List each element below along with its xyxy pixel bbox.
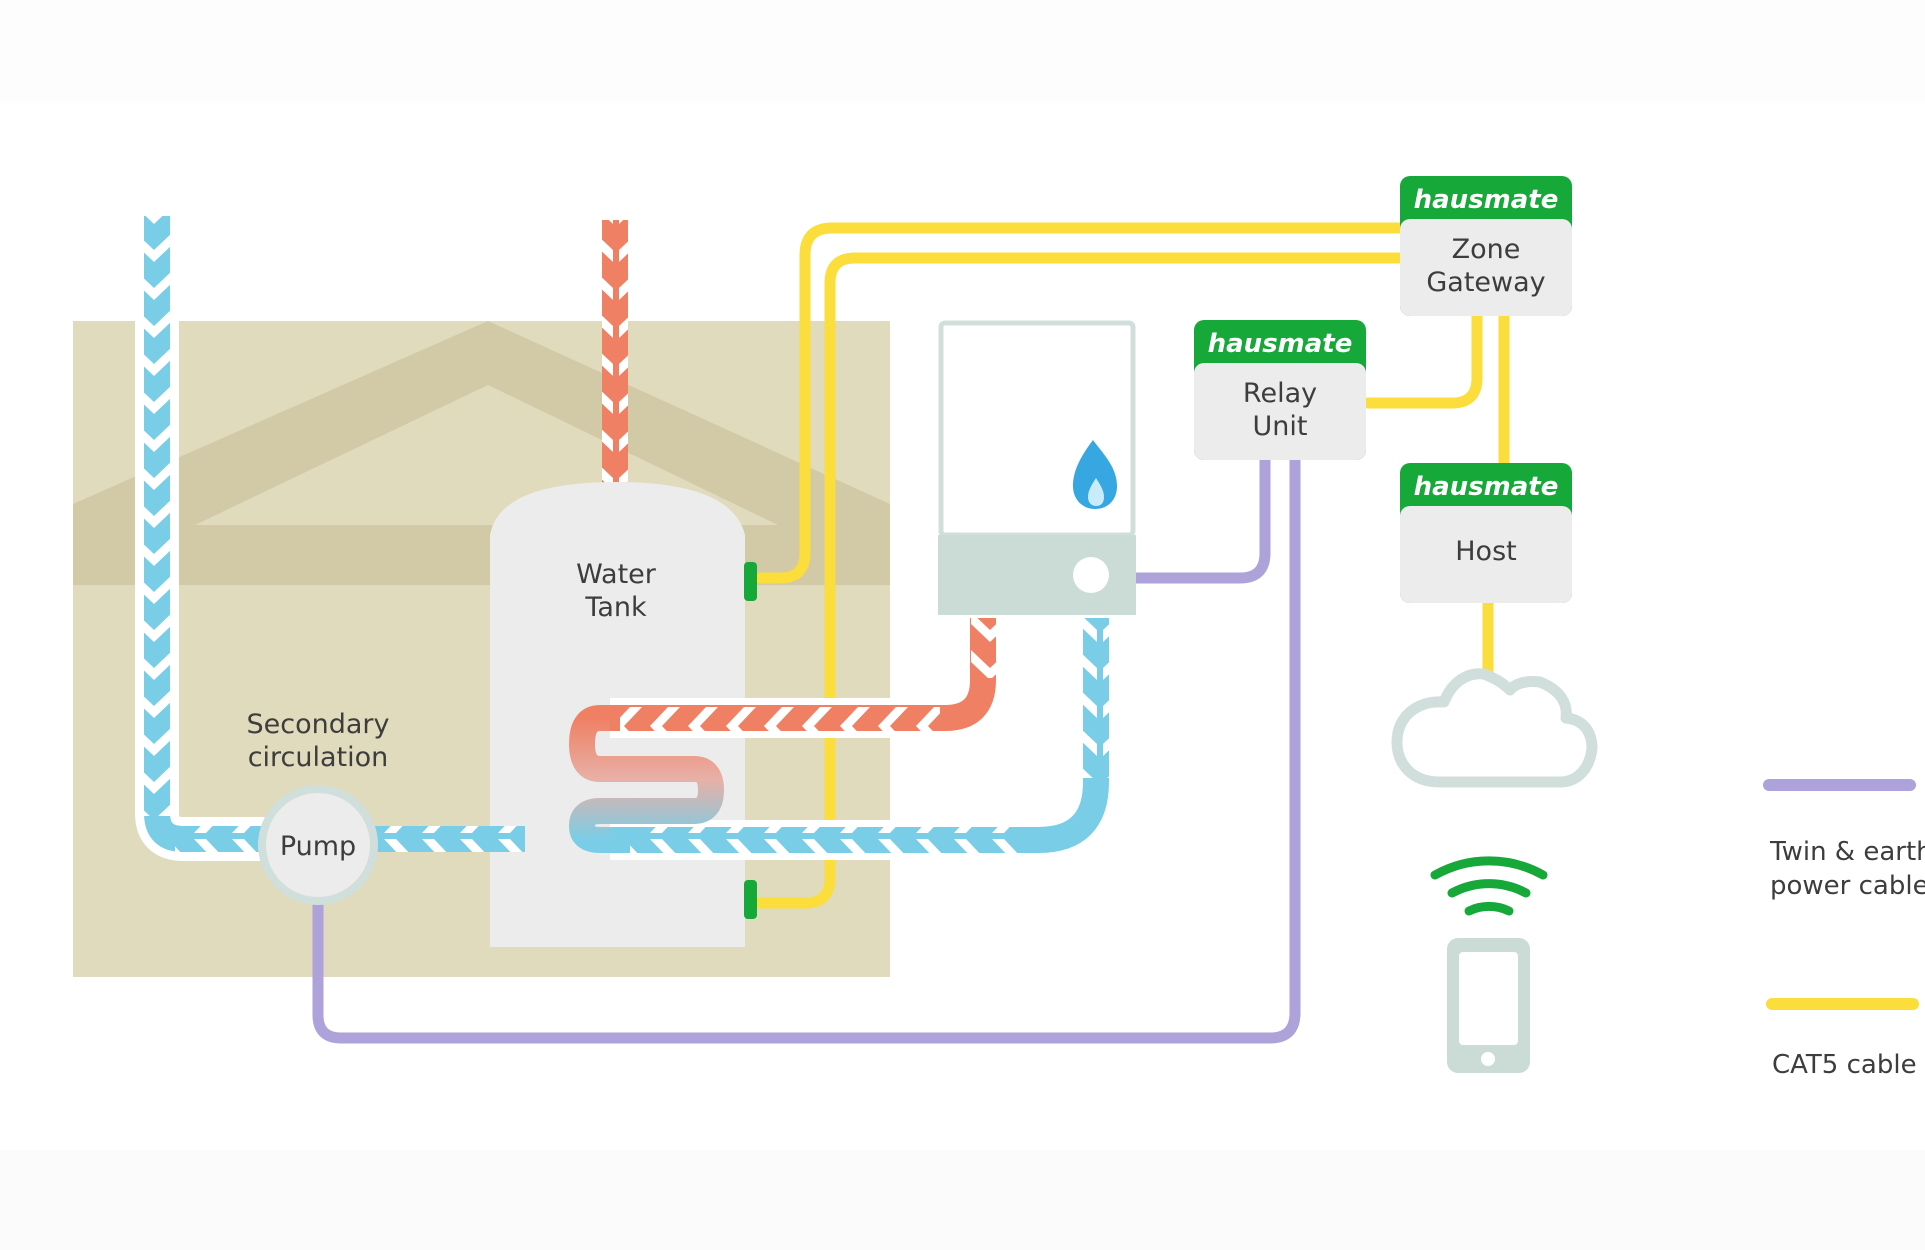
gas-flame-icon xyxy=(1073,440,1117,509)
secondary-circulation-label-line1: Secondary xyxy=(247,709,390,740)
relay-unit-brand: hausmate xyxy=(1208,329,1353,359)
boiler-cold-return-pipe xyxy=(610,618,1116,860)
top-band xyxy=(0,0,1925,103)
legend-label-twin-earth-line1: Twin & earth xyxy=(1769,837,1925,867)
boiler-hot-flow-pipe xyxy=(610,618,1003,738)
water-tank-label-line1: Water xyxy=(576,559,657,590)
heat-exchanger-coil xyxy=(569,705,724,853)
smartphone-icon xyxy=(1447,938,1530,1073)
pump-label: Pump xyxy=(280,831,356,862)
hot-water-outlet-pipe xyxy=(602,220,628,500)
relay-unit-label-line1: Relay xyxy=(1243,378,1317,409)
legend: Twin & earth power cable CAT5 cable xyxy=(1763,779,1925,1080)
zone-gateway-brand: hausmate xyxy=(1414,185,1559,215)
cloud-icon xyxy=(1391,668,1598,788)
zone-gateway-device: hausmate Zone Gateway xyxy=(1400,176,1572,316)
secondary-circulation-label-line2: circulation xyxy=(248,742,389,773)
zone-gateway-label-line1: Zone xyxy=(1452,234,1521,265)
pump: Pump xyxy=(258,785,378,905)
cat5-cables xyxy=(754,222,1510,909)
secondary-circulation-return-pipe xyxy=(365,826,525,852)
gas-boiler-icon xyxy=(938,320,1136,615)
legend-label-twin-earth-line2: power cable xyxy=(1770,871,1925,901)
power-cables xyxy=(312,454,1301,1044)
cold-mains-inlet-pipe xyxy=(135,216,290,861)
house-background xyxy=(73,321,890,977)
wifi-icon xyxy=(1430,856,1548,916)
relay-unit-device: hausmate Relay Unit xyxy=(1194,320,1366,460)
legend-label-cat5: CAT5 cable xyxy=(1772,1050,1917,1080)
water-tank-label-line2: Tank xyxy=(584,592,647,623)
relay-unit-label-line2: Unit xyxy=(1253,411,1308,442)
host-label: Host xyxy=(1455,536,1516,567)
host-device: hausmate Host xyxy=(1400,463,1572,603)
zone-gateway-label-line2: Gateway xyxy=(1426,267,1545,298)
bottom-band xyxy=(0,1150,1925,1250)
host-brand: hausmate xyxy=(1414,472,1559,502)
